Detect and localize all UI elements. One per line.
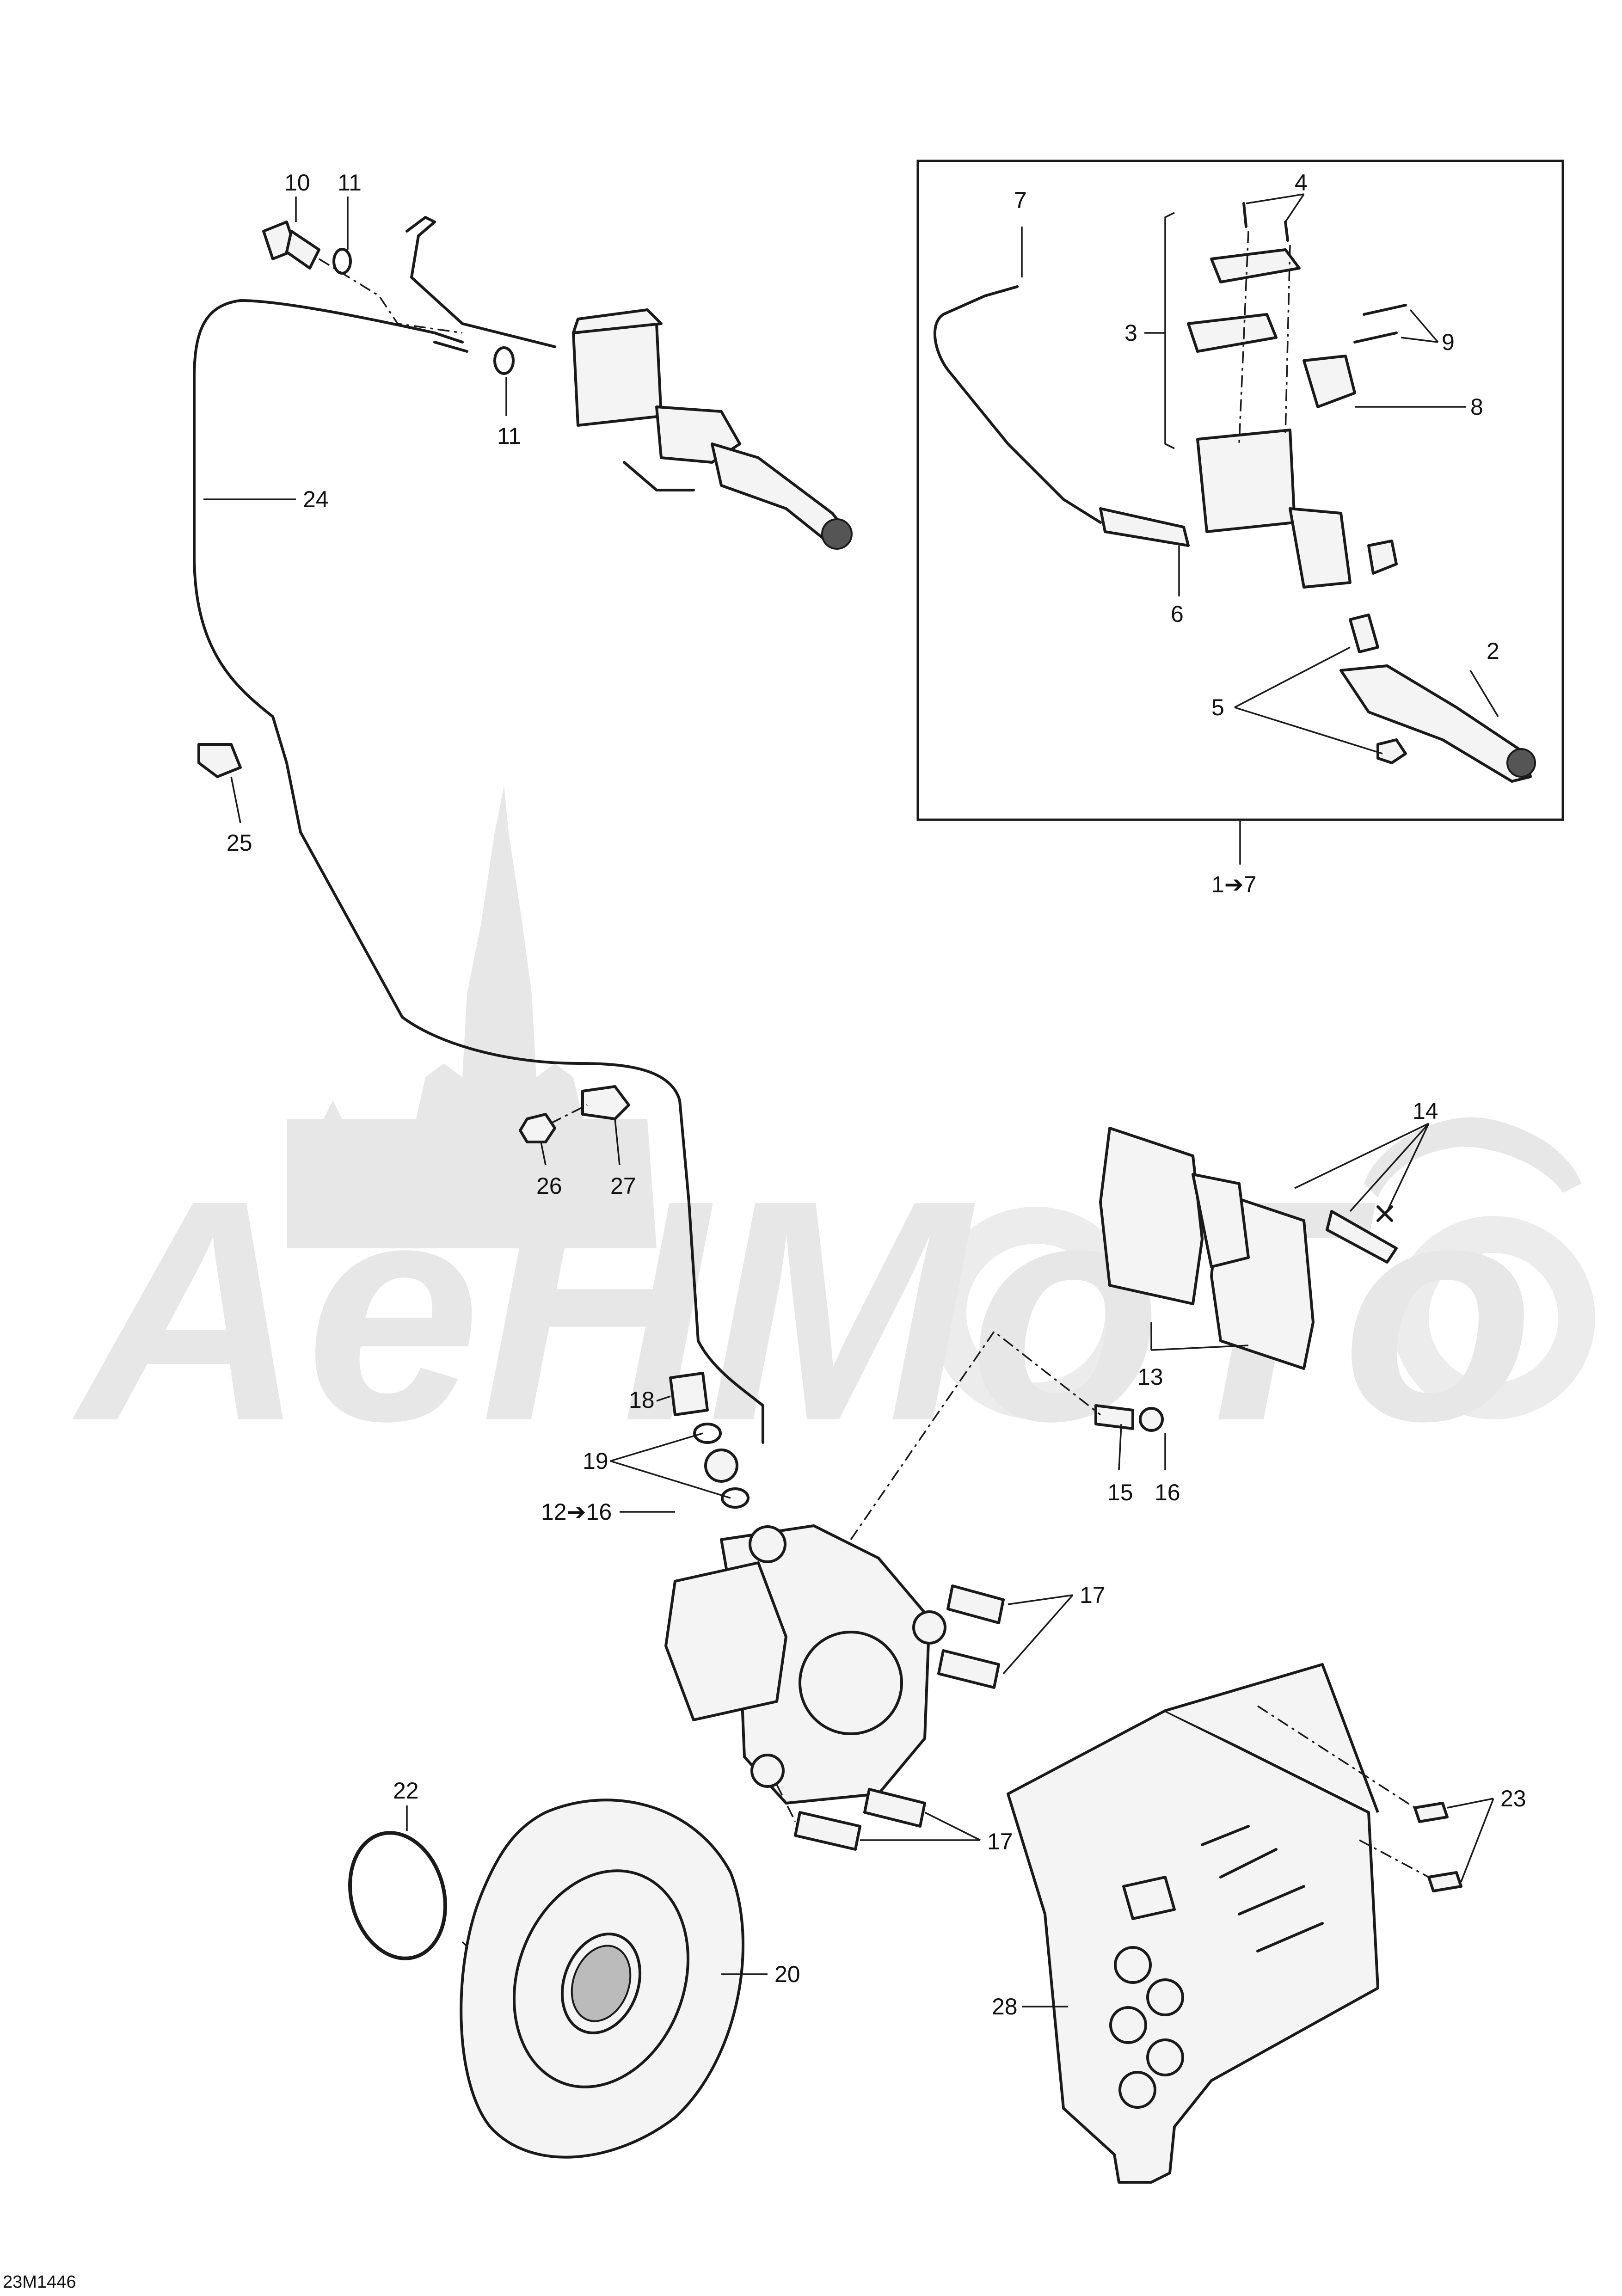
bolt-17d xyxy=(794,1811,861,1851)
brake-disc-20 xyxy=(460,1799,744,2159)
kit-box-label: 1➔7 xyxy=(1211,872,1257,897)
screw-9a xyxy=(1363,304,1407,316)
watermark-text: AeHMoTo xyxy=(69,1135,1534,1486)
screw-4b xyxy=(1284,221,1289,242)
bleeder-cap-16 xyxy=(1139,1407,1164,1432)
callout-17-upper: 17 xyxy=(1080,1582,1106,1608)
callout-25: 25 xyxy=(227,830,252,856)
clamp-27 xyxy=(581,1085,630,1120)
clamp-dash-line xyxy=(550,1104,588,1124)
callout-27: 27 xyxy=(610,1173,636,1199)
lever-tip xyxy=(821,518,853,550)
callout-5: 5 xyxy=(1211,694,1224,720)
o-ring-22 xyxy=(348,1831,447,1960)
bolt-17c xyxy=(863,1788,926,1828)
watermark: AeHMoTo xyxy=(69,786,1595,1486)
bleeder-screw-15 xyxy=(1094,1404,1134,1430)
callout-23: 23 xyxy=(1500,1786,1526,1811)
guard-dash-b xyxy=(1359,1839,1429,1878)
watermark-skyline xyxy=(287,786,657,1248)
reservoir-body xyxy=(572,322,663,427)
nut-5 xyxy=(1376,738,1407,764)
guard-dash-a xyxy=(1257,1705,1415,1809)
reservoir-cap-kit xyxy=(1210,248,1301,283)
screw-4a xyxy=(1242,202,1247,228)
caliper-dash-line xyxy=(850,1330,1101,1540)
banjo-dash-line xyxy=(319,258,463,334)
lever-2-tip xyxy=(1506,748,1536,778)
callout-18: 18 xyxy=(629,1387,655,1413)
pivot-bolt-5 xyxy=(1349,614,1379,653)
callout-11-lower: 11 xyxy=(497,423,521,449)
callout-11-top: 11 xyxy=(338,170,362,196)
hose-fitting-top xyxy=(433,341,468,353)
bolt-dash-line xyxy=(776,1784,796,1822)
callout-22: 22 xyxy=(393,1778,419,1804)
watermark-wheel-left-hub xyxy=(966,1244,1105,1382)
callout-24: 24 xyxy=(303,486,329,512)
callout-17-lower: 17 xyxy=(987,1829,1013,1854)
screw-23b xyxy=(1427,1871,1462,1892)
callout-20: 20 xyxy=(774,1961,800,1987)
kit-dash-right xyxy=(1284,245,1291,435)
callout-8: 8 xyxy=(1470,394,1483,420)
callout-3: 3 xyxy=(1124,320,1137,346)
hose-clamp-25 xyxy=(197,743,242,778)
brake-switch-6 xyxy=(1099,507,1190,547)
callout-labels: 10 11 11 24 25 26 27 7 4 3 9 8 6 2 5 1➔7… xyxy=(3,170,1526,2292)
callout-7: 7 xyxy=(1014,187,1027,213)
pad-pin-14 xyxy=(1326,1210,1398,1264)
nut-26 xyxy=(519,1113,556,1143)
callout-12-16: 12➔16 xyxy=(541,1499,612,1525)
banjo-bolt-18 xyxy=(669,1372,709,1416)
callout-14: 14 xyxy=(1413,1098,1438,1124)
callout-9: 9 xyxy=(1442,329,1455,355)
callout-19: 19 xyxy=(583,1448,608,1474)
bolt-17b xyxy=(937,1649,1000,1689)
lever-2 xyxy=(1339,664,1532,783)
callout-6: 6 xyxy=(1171,601,1184,627)
brake-pad-13a xyxy=(1099,1127,1204,1305)
callout-28: 28 xyxy=(992,1994,1018,2020)
brake-caliper-12 xyxy=(664,1524,946,1805)
washer-19a xyxy=(693,1423,722,1444)
figure-code: 23M1446 xyxy=(3,2272,76,2292)
switch-wire-7 xyxy=(933,285,1102,524)
callout-2: 2 xyxy=(1487,638,1499,664)
callout-4: 4 xyxy=(1295,170,1308,196)
watermark-wheel-right-hub xyxy=(1429,1253,1558,1382)
brake-hose xyxy=(193,299,764,1444)
washer-19b xyxy=(721,1487,750,1509)
screw-23a xyxy=(1413,1802,1449,1823)
reservoir-body-kit xyxy=(1196,429,1296,533)
washer-11-lower xyxy=(493,346,515,375)
brake-switch-wire xyxy=(406,216,556,348)
boot-kit xyxy=(1367,540,1398,575)
washer-11-top xyxy=(332,248,352,275)
reservoir-cap xyxy=(572,308,663,334)
callout-16: 16 xyxy=(1155,1480,1180,1505)
lever-bracket xyxy=(623,461,695,491)
callout-15: 15 xyxy=(1107,1480,1133,1505)
callout-13: 13 xyxy=(1137,1364,1163,1390)
leader-lines xyxy=(203,193,1499,2007)
watermark-motorbike xyxy=(1364,1117,1581,1197)
guard-28 xyxy=(1007,1663,1379,2184)
screw-9b xyxy=(1353,332,1398,344)
banjo-bolt-10 xyxy=(262,221,320,270)
pad-spring-14 xyxy=(1192,1173,1250,1268)
bolt-17a xyxy=(946,1584,1005,1624)
clamp-8 xyxy=(1303,355,1356,408)
diaphragm-kit xyxy=(1187,313,1278,353)
callout-26: 26 xyxy=(536,1173,562,1199)
kit-dash-left xyxy=(1238,231,1249,444)
callout-10: 10 xyxy=(284,170,310,196)
pin-clip-14 xyxy=(1376,1205,1393,1222)
banjo-fitting-lower xyxy=(704,1449,738,1483)
master-cylinder-assembly xyxy=(406,216,853,550)
kit-bracket-3 xyxy=(1164,212,1175,449)
master-pivot-kit xyxy=(1289,507,1352,589)
